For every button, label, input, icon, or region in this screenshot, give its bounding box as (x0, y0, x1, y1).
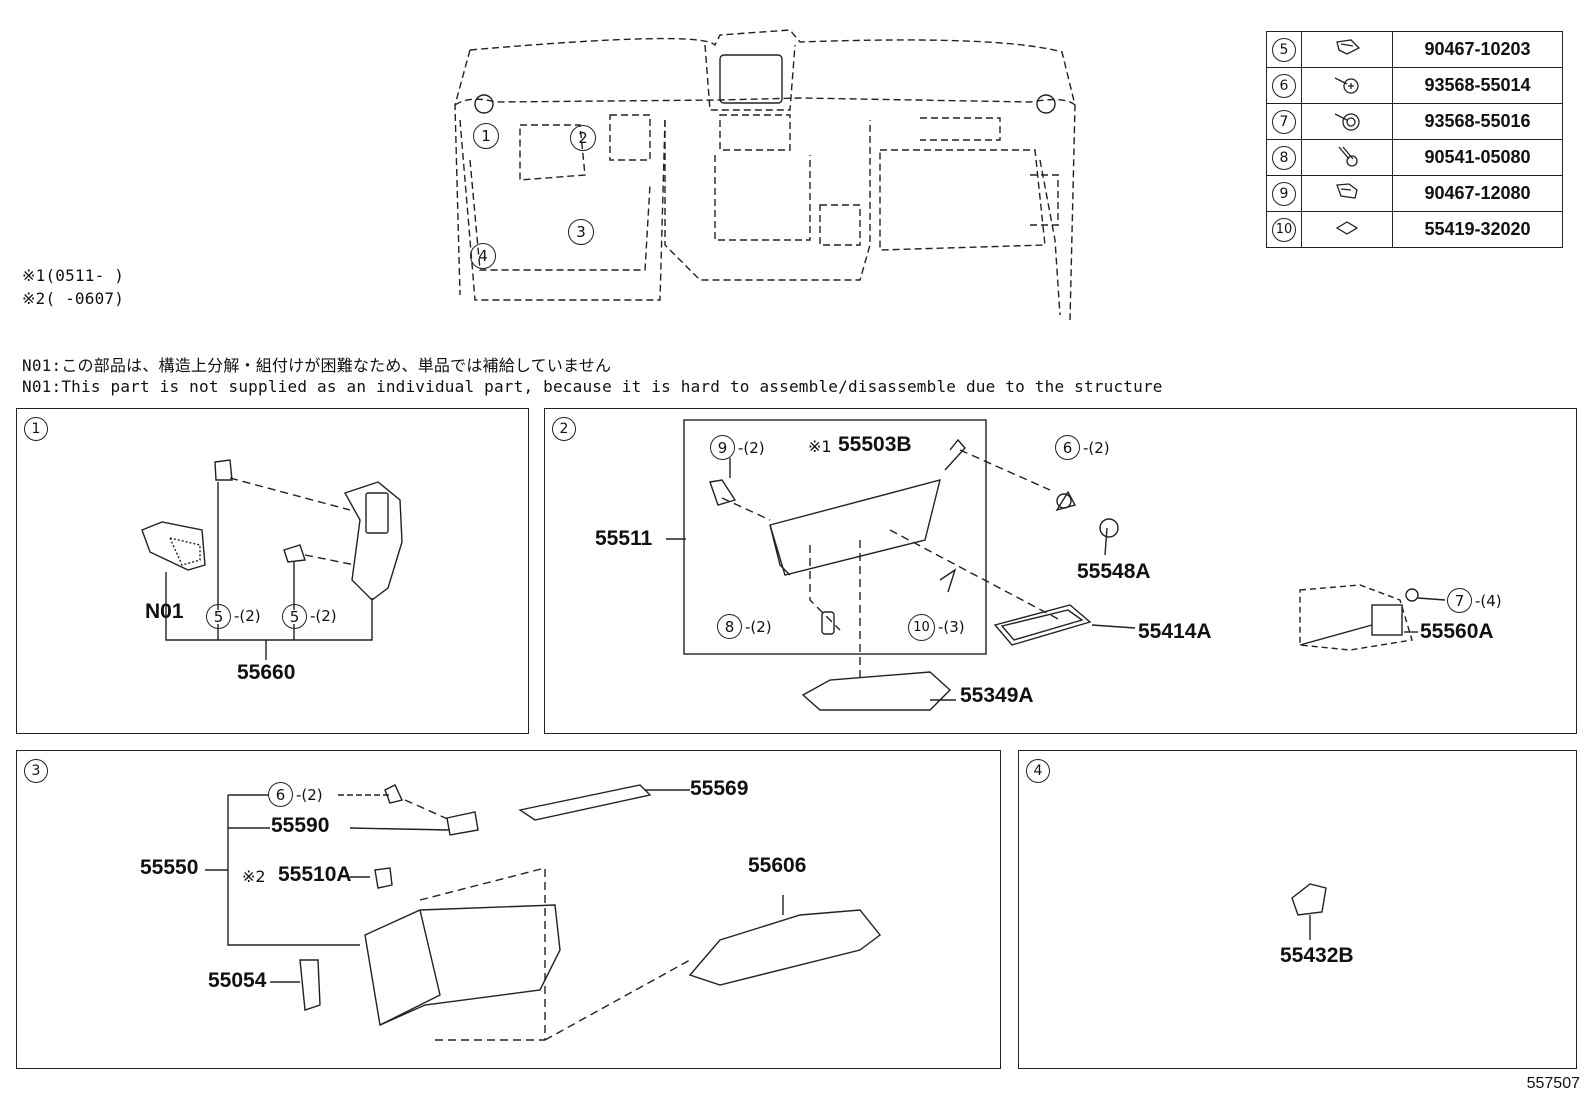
panel1-n01-label: N01 (145, 600, 184, 623)
panel3-part-55569[interactable]: 55569 (690, 777, 749, 800)
ref-part-number: 90541-05080 (1392, 139, 1563, 176)
ref-part-number: 90467-10203 (1392, 31, 1563, 68)
ref-num: 5 (1272, 37, 1296, 62)
ref-row: 7 93568-55016 (1266, 103, 1563, 140)
ref-row: 9 90467-12080 (1266, 175, 1563, 212)
panel3-qty-6: -(2) (296, 786, 323, 804)
panel2-qty-6: -(2) (1083, 439, 1110, 457)
ref-row: 8 90541-05080 (1266, 139, 1563, 176)
bolt-icon (1338, 146, 1358, 167)
panel2-callout-7[interactable]: 7 (1447, 588, 1472, 613)
note-star2: ※2( -0607) (22, 289, 125, 308)
overview-callout-2[interactable]: 2 (570, 125, 596, 151)
panel1-qty-5b: -(2) (310, 607, 337, 625)
ref-num: 10 (1272, 217, 1296, 242)
note-n01-jp: N01:この部品は、構造上分解・組付けが困難なため、単品では補給していません (22, 356, 612, 375)
clip-icon (1336, 182, 1358, 199)
ref-part-number: 55419-32020 (1392, 211, 1563, 248)
fastener-reference-table: 5 90467-10203 6 93568-55014 7 93568-5501… (1266, 31, 1563, 248)
ref-part-number: 93568-55014 (1392, 67, 1563, 104)
panel4-number: 4 (1026, 759, 1050, 783)
overview-callout-3[interactable]: 3 (568, 219, 594, 245)
panel3-part-55606[interactable]: 55606 (748, 854, 807, 877)
panel2-part-55503b[interactable]: 55503B (838, 433, 912, 456)
ref-row: 5 90467-10203 (1266, 31, 1563, 68)
clip-icon (1336, 38, 1361, 55)
panel4-parts (1291, 883, 1327, 940)
panel3-part-55054[interactable]: 55054 (208, 969, 267, 992)
panel2-callout-6[interactable]: 6 (1055, 435, 1080, 460)
panel3-part-55510a[interactable]: 55510A (278, 863, 352, 886)
screw-icon (1334, 112, 1360, 131)
ref-part-number: 90467-12080 (1392, 175, 1563, 212)
ref-num: 9 (1272, 181, 1296, 206)
ref-row: 10 55419-32020 (1266, 211, 1563, 248)
ref-num: 6 (1272, 73, 1296, 98)
ref-row: 6 93568-55014 (1266, 67, 1563, 104)
panel3-number: 3 (24, 759, 48, 783)
ref-num: 8 (1272, 145, 1296, 170)
panel-1 (16, 408, 529, 734)
panel1-part-55660[interactable]: 55660 (237, 661, 296, 684)
panel4-part-55432b[interactable]: 55432B (1280, 944, 1354, 967)
panel1-callout-5a[interactable]: 5 (206, 604, 231, 629)
panel1-parts (141, 459, 403, 660)
ref-num: 7 (1272, 109, 1296, 134)
overview-callout-1[interactable]: 1 (473, 123, 499, 149)
panel2-callout-8[interactable]: 8 (717, 614, 742, 639)
panel2-qty-8: -(2) (745, 618, 772, 636)
panel1-qty-5a: -(2) (234, 607, 261, 625)
panel3-parts (205, 784, 881, 1041)
panel3-callout-6[interactable]: 6 (268, 782, 293, 807)
diagram-code: 557507 (1526, 1075, 1580, 1092)
overview-callout-4[interactable]: 4 (470, 243, 496, 269)
dashboard-illustration (454, 29, 1076, 321)
panel-3 (16, 750, 1001, 1069)
panel2-part-55511[interactable]: 55511 (595, 527, 653, 550)
panel3-star-note: ※2 (242, 867, 266, 886)
panel-2 (544, 408, 1577, 734)
panel2-callout-9[interactable]: 9 (710, 435, 735, 460)
panel3-part-55550[interactable]: 55550 (140, 856, 199, 879)
panel2-callout-10[interactable]: 10 (908, 614, 935, 641)
panel3-part-55590[interactable]: 55590 (271, 814, 330, 837)
panel2-part-55414a[interactable]: 55414A (1138, 620, 1212, 643)
panel2-qty-7: -(4) (1475, 592, 1502, 610)
panel2-star-note: ※1 (808, 437, 832, 456)
panel-4 (1018, 750, 1577, 1069)
note-n01-en: N01:This part is not supplied as an indi… (22, 377, 1163, 396)
pad-icon (1335, 220, 1359, 235)
screw-icon (1334, 76, 1359, 94)
note-star1: ※1(0511- ) (22, 266, 125, 285)
panel2-qty-9: -(2) (738, 439, 765, 457)
panel2-part-55548a[interactable]: 55548A (1077, 560, 1151, 583)
panel1-number: 1 (24, 417, 48, 441)
panel2-part-55349a[interactable]: 55349A (960, 684, 1034, 707)
panel1-callout-5b[interactable]: 5 (282, 604, 307, 629)
panel2-number: 2 (552, 417, 576, 441)
panel2-parts (666, 419, 1446, 711)
panel2-part-55560a[interactable]: 55560A (1420, 620, 1494, 643)
ref-part-number: 93568-55016 (1392, 103, 1563, 140)
panel2-qty-10: -(3) (938, 618, 965, 636)
